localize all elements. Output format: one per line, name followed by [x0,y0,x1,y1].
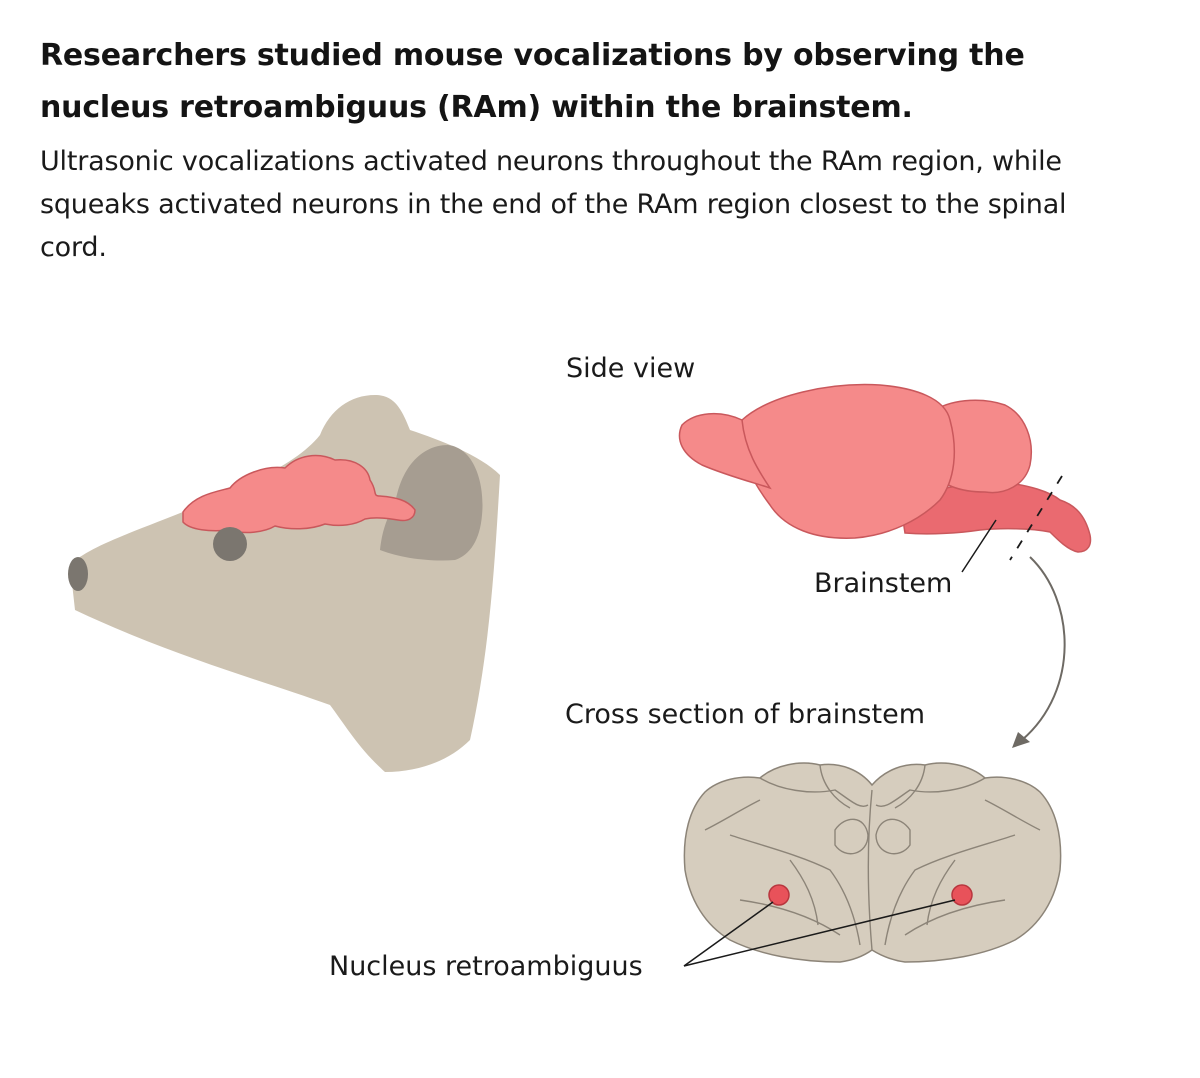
brainstem-label: Brainstem [814,568,952,599]
right-nucleus-ring [875,818,911,855]
left-tract [729,834,861,946]
nucleus-retroambiguus-left [768,884,790,906]
brainstem-pointer [961,519,997,573]
section-arrow [1012,556,1066,748]
mouse-ear [380,445,483,561]
section-cut-line [1009,475,1063,561]
subheadline: Ultrasonic vocalizations activated neuro… [40,146,1067,263]
mouse-eye [213,527,247,561]
nucleus-pointer-left [683,901,774,967]
mouse-head-body [70,395,500,772]
olfactory-bulb-shape [678,412,772,490]
cerebrum-shape [740,383,956,539]
side-view-label: Side view [566,353,695,384]
cross-section-detail [704,764,1041,951]
section-arrow-curve [1021,556,1066,741]
left-ventral-fold [739,899,841,936]
left-lobe-fold [819,764,851,809]
nucleus-retroambiguus-right [951,884,973,906]
left-dorsal-lobe [759,777,869,807]
mouse-nose [68,557,88,591]
left-nucleus-ring [834,818,869,855]
right-tract [884,834,1016,946]
right-ventral-fold [904,899,1006,936]
left-inner-fold [789,859,819,926]
headline: Researchers studied mouse vocalizations … [40,38,1025,125]
mouse-brain [182,454,416,534]
nucleus-label: Nucleus retroambiguus [329,951,643,982]
cross-section-outline [683,762,1062,963]
right-lateral-fold [984,799,1041,831]
section-arrow-head [1012,732,1030,748]
cross-section-label: Cross section of brainstem [565,699,925,730]
midline [867,789,873,951]
nucleus-pointer-right [683,899,956,967]
brainstem-cross-section [683,762,1062,967]
brain-side-view [678,383,1092,573]
right-inner-fold [926,859,956,926]
right-lobe-fold [894,764,926,809]
right-dorsal-lobe [875,777,986,807]
mouse-head [68,395,500,772]
left-lateral-fold [704,799,761,831]
